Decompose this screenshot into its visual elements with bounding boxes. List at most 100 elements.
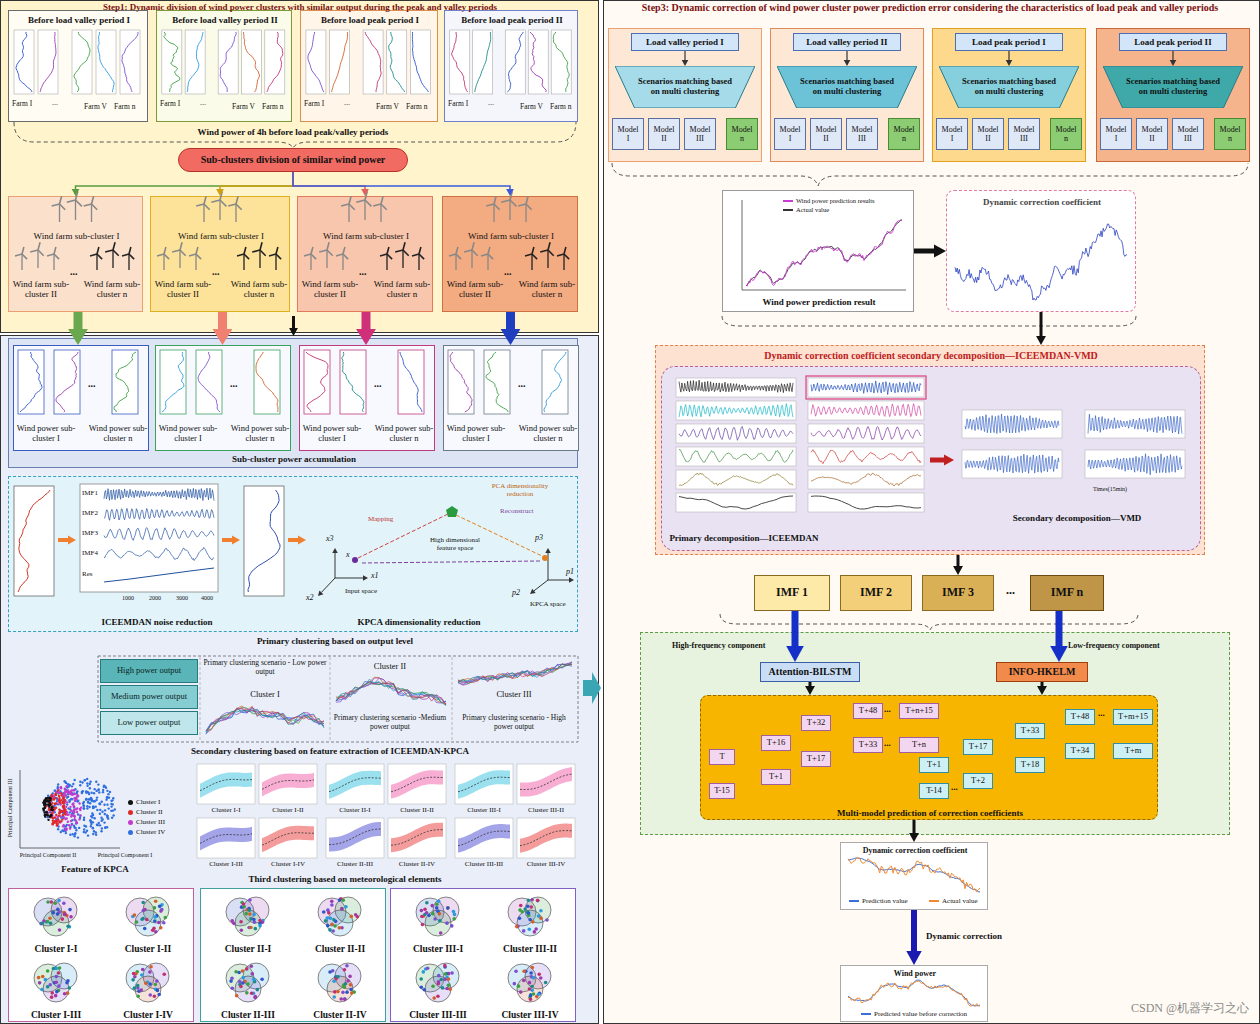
legend-swatch [128, 830, 133, 835]
drawing-circle [40, 988, 44, 992]
text-label: Cluster III [496, 690, 531, 700]
drawing-rect [162, 30, 182, 94]
drawing-circle [79, 781, 81, 783]
drawing-circle [62, 797, 64, 799]
drawing-circle [42, 919, 46, 923]
drawing-circle [56, 798, 58, 800]
drawing-circle [86, 778, 88, 780]
drawing-circle [517, 984, 521, 988]
drawing-circle [58, 966, 62, 970]
connector [293, 172, 369, 196]
drawing-circle [44, 803, 46, 805]
drawing-circle [420, 986, 424, 990]
arrowhead [786, 646, 804, 662]
drawing-circle [60, 792, 62, 794]
node-text: Wind farm sub-cluster n [370, 279, 434, 300]
drawing-path [58, 538, 68, 542]
drawing-path [456, 247, 458, 254]
drawing-circle [63, 829, 65, 831]
legend-text: Cluster II [136, 808, 163, 816]
drawing-circle [106, 814, 108, 816]
model-box: Model II [648, 118, 680, 150]
drawing-circle [104, 785, 106, 787]
drawing-circle [53, 821, 55, 823]
drawing-path [236, 196, 238, 204]
drawing-path [288, 538, 298, 542]
drawing-path [104, 488, 214, 501]
drawing-circle [79, 784, 81, 786]
drawing-circle [141, 901, 145, 905]
drawing-path [488, 254, 493, 259]
drawing-path [112, 250, 113, 268]
drawing-rect [98, 656, 578, 742]
drawing-path [965, 454, 1059, 473]
arrowhead [909, 833, 919, 842]
drawing-circle [88, 798, 90, 800]
drawing-circle [69, 826, 71, 828]
text-label: Cluster II-III [221, 1010, 275, 1021]
drawing-circle [81, 781, 83, 783]
drawing-circle [425, 901, 429, 905]
drawing-path [458, 664, 572, 684]
drawing-rect [410, 30, 430, 94]
node-text: T+34 [1071, 746, 1090, 756]
drawing-circle [529, 998, 533, 1002]
drawing-circle [529, 993, 533, 997]
drawing-circle [48, 801, 50, 803]
drawing-circle [65, 829, 67, 831]
drawing-polygon [318, 590, 323, 596]
legend-swatch [929, 900, 939, 902]
node-text: Load valley period II [806, 37, 887, 47]
drawing-path [206, 708, 324, 734]
node-text: Load valley period I [646, 37, 724, 47]
drawing-circle [241, 969, 245, 973]
model-box: Model I [612, 118, 644, 150]
drawing-path [472, 242, 474, 250]
drawing-circle [64, 799, 66, 801]
drawing-circle [52, 797, 54, 799]
drawing-path [1088, 414, 1182, 434]
text-label: Cluster II-III [337, 860, 373, 868]
text-label: Input space [345, 587, 377, 595]
drawing-circle [49, 809, 51, 811]
node-text: Wind power [894, 969, 936, 978]
drawing-circle [51, 809, 53, 811]
drawing-path [365, 200, 371, 206]
drawing-circle [48, 808, 50, 810]
drawing-circle [79, 817, 81, 819]
drawing-path [548, 242, 550, 250]
text-label: 1000 [122, 595, 134, 602]
drawing-circle [56, 823, 58, 825]
period-header: Load peak period II [1119, 33, 1227, 51]
drawing-circle [83, 807, 85, 809]
drawing-circle [44, 814, 46, 816]
drawing-circle [46, 811, 48, 813]
drawing-path [380, 204, 381, 222]
drawing-path [526, 204, 532, 210]
table-cell: High power output [100, 659, 198, 683]
drawing-path [679, 496, 793, 509]
drawing-circle [62, 824, 64, 826]
connector [914, 244, 946, 257]
drawing-circle [45, 800, 47, 802]
text-label: Cluster I-I [212, 806, 241, 814]
trapezoid-outline [1103, 66, 1243, 108]
drawing-circle [86, 830, 88, 832]
drawing-circle [443, 978, 447, 982]
drawing-circle [57, 787, 59, 789]
drawing-circle [446, 906, 450, 910]
drawing-rect [808, 378, 924, 397]
drawing-path [21, 254, 22, 270]
drawing-path [75, 200, 76, 220]
drawing-circle [245, 908, 249, 912]
drawing-path [553, 32, 569, 92]
drawing-circle [153, 915, 157, 919]
drawing-circle [49, 803, 51, 805]
arrowhead [906, 951, 921, 965]
matching-trapezoid: Scenarios matching based on multi cluste… [939, 66, 1079, 108]
drawing-circle [247, 907, 251, 911]
model-box: Model II [972, 118, 1004, 150]
drawing-circle [74, 793, 76, 795]
drawing-circle [539, 916, 543, 920]
drawing-circle [50, 808, 52, 810]
